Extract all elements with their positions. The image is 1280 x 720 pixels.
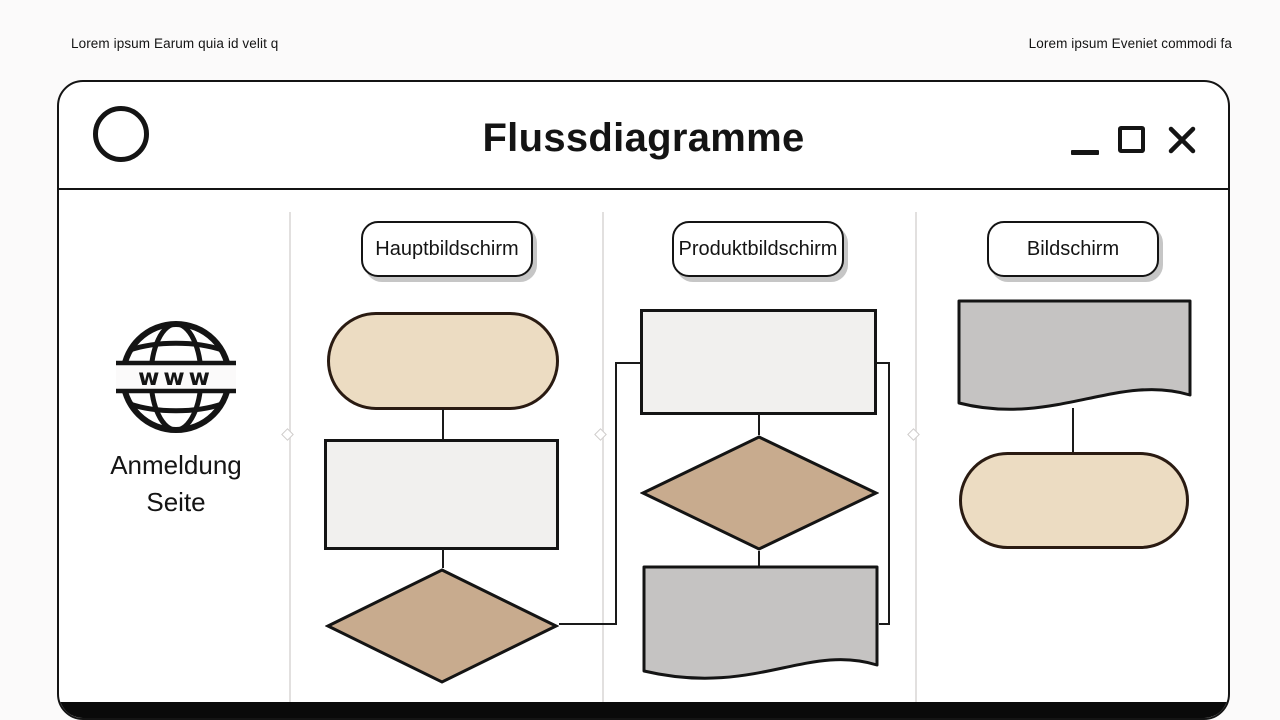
- close-button-icon[interactable]: [1166, 124, 1198, 156]
- connector-line: [615, 362, 617, 625]
- sidebar-label: Anmeldung Seite: [66, 447, 286, 521]
- connector-line: [442, 549, 444, 568]
- connector-line: [879, 623, 890, 625]
- connector-line: [877, 362, 890, 364]
- lane2-process-node[interactable]: [640, 309, 877, 415]
- lane3-document-node[interactable]: [957, 299, 1192, 429]
- lane-header-bildschirm[interactable]: Bildschirm: [987, 221, 1159, 277]
- globe-www-icon: www: [116, 321, 236, 433]
- maximize-button-icon[interactable]: [1118, 126, 1145, 153]
- lane1-decision-node[interactable]: [325, 567, 559, 685]
- lane2-decision-node[interactable]: [640, 434, 879, 552]
- page-header-right-text: Lorem ipsum Eveniet commodi fa: [1028, 36, 1232, 51]
- lane-divider: [602, 212, 604, 702]
- sidebar-label-line2: Seite: [146, 487, 206, 517]
- lane2-document-node[interactable]: [642, 565, 879, 695]
- app-window: Flussdiagramme www Anmeldung Seite Haupt…: [57, 80, 1230, 720]
- sidebar-label-line1: Anmeldung: [110, 450, 242, 480]
- globe-www-text: www: [138, 365, 214, 391]
- lane-divider-diamond-marker: [281, 428, 294, 441]
- connector-line: [758, 414, 760, 435]
- connector-line: [615, 362, 642, 364]
- connector-line: [442, 409, 444, 440]
- lane-divider-diamond-marker: [594, 428, 607, 441]
- window-titlebar: Flussdiagramme: [59, 82, 1228, 190]
- lane-divider: [915, 212, 917, 702]
- connector-line: [758, 551, 760, 566]
- lane1-terminator-node[interactable]: [327, 312, 559, 410]
- page-header-left-text: Lorem ipsum Earum quia id velit q: [71, 36, 279, 51]
- lane3-terminator-node[interactable]: [959, 452, 1189, 549]
- connector-line: [559, 623, 617, 625]
- window-footer-bar: [59, 702, 1228, 718]
- app-logo-circle-icon: [93, 106, 149, 162]
- minimize-button-icon[interactable]: [1071, 150, 1099, 155]
- connector-line: [1072, 408, 1074, 452]
- connector-line: [888, 362, 890, 625]
- lane-divider: [289, 212, 291, 702]
- lane1-process-node[interactable]: [324, 439, 559, 550]
- lane-header-hauptbildschirm[interactable]: Hauptbildschirm: [361, 221, 533, 277]
- lane-divider-diamond-marker: [907, 428, 920, 441]
- window-title: Flussdiagramme: [482, 116, 805, 160]
- lane-header-produktbildschirm[interactable]: Produktbildschirm: [672, 221, 844, 277]
